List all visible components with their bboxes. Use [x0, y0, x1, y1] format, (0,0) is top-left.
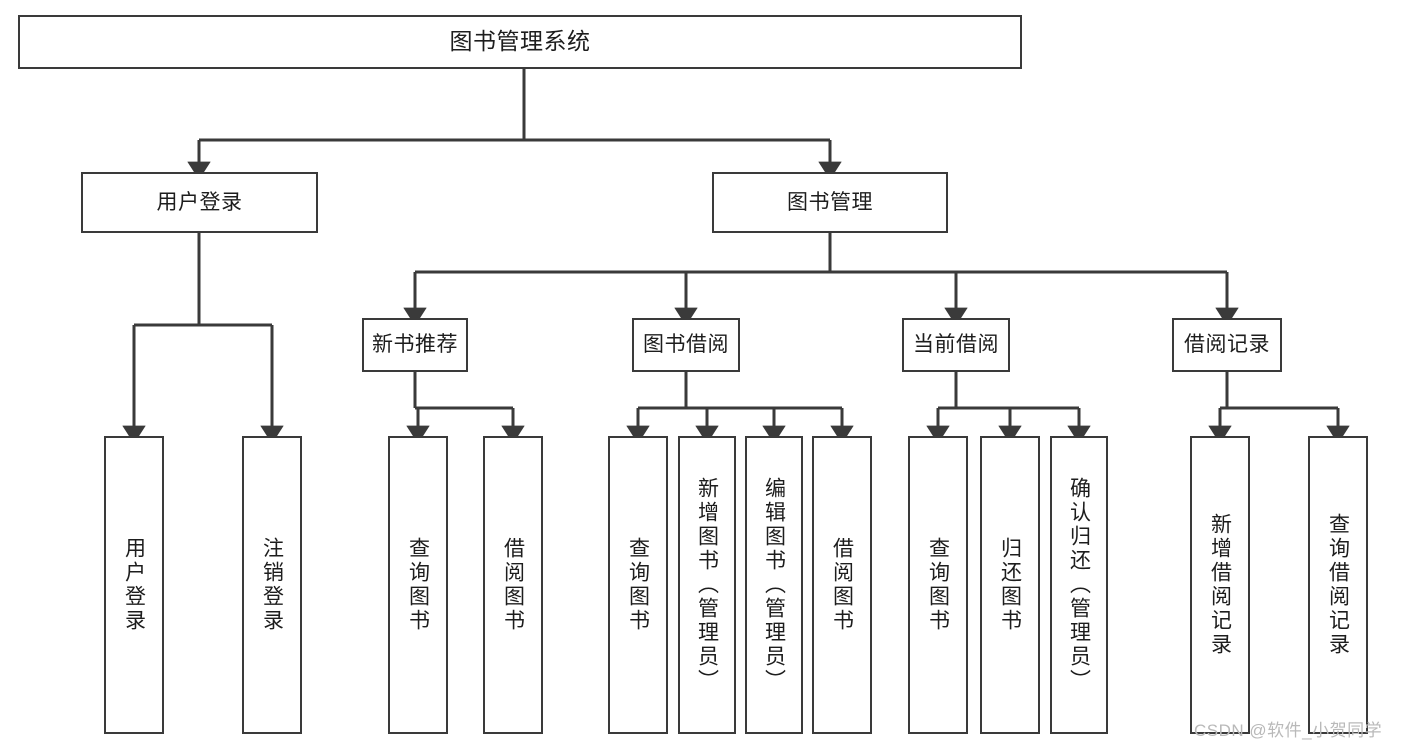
- level3-node-label: 归还图书: [998, 537, 1022, 633]
- level3-node-box[interactable]: 查询图书: [908, 436, 968, 734]
- level3-node-label: 借阅图书: [830, 537, 854, 633]
- level3-node-label: 确认归还（管理员）: [1067, 477, 1091, 693]
- connector-group: [122, 69, 1350, 444]
- level3-node-label: 查询图书: [406, 537, 430, 633]
- level1-node-label: 图书管理: [787, 190, 873, 214]
- root-box[interactable]: 图书管理系统: [18, 15, 1022, 69]
- root-label: 图书管理系统: [449, 28, 591, 55]
- level1-node-box[interactable]: 图书管理: [712, 172, 948, 233]
- level2-node-box[interactable]: 当前借阅: [902, 318, 1010, 372]
- level3-node-label: 查询借阅记录: [1326, 513, 1350, 657]
- level3-node-box[interactable]: 借阅图书: [812, 436, 872, 734]
- level2-node-box[interactable]: 借阅记录: [1172, 318, 1282, 372]
- level3-node-box[interactable]: 确认归还（管理员）: [1050, 436, 1108, 734]
- level3-node-box[interactable]: 注销登录: [242, 436, 302, 734]
- level2-node-label: 图书借阅: [643, 333, 729, 357]
- level3-node-box[interactable]: 查询借阅记录: [1308, 436, 1368, 734]
- level2-node-box[interactable]: 新书推荐: [362, 318, 468, 372]
- level3-node-label: 新增借阅记录: [1208, 513, 1232, 657]
- level2-node-box[interactable]: 图书借阅: [632, 318, 740, 372]
- level3-node-label: 用户登录: [122, 537, 146, 633]
- level3-node-box[interactable]: 用户登录: [104, 436, 164, 734]
- level3-node-label: 新增图书（管理员）: [695, 477, 719, 693]
- level3-node-label: 借阅图书: [501, 537, 525, 633]
- level3-node-box[interactable]: 归还图书: [980, 436, 1040, 734]
- level3-node-label: 编辑图书（管理员）: [762, 477, 786, 693]
- level3-node-box[interactable]: 借阅图书: [483, 436, 543, 734]
- level1-node-label: 用户登录: [156, 190, 243, 214]
- level3-node-label: 查询图书: [626, 537, 650, 633]
- level2-node-label: 新书推荐: [372, 333, 458, 357]
- level2-node-label: 当前借阅: [913, 333, 999, 357]
- level3-node-box[interactable]: 编辑图书（管理员）: [745, 436, 803, 734]
- level3-node-label: 查询图书: [926, 537, 950, 633]
- level3-node-box[interactable]: 新增借阅记录: [1190, 436, 1250, 734]
- level3-node-box[interactable]: 新增图书（管理员）: [678, 436, 736, 734]
- level2-node-label: 借阅记录: [1184, 333, 1270, 357]
- level3-node-box[interactable]: 查询图书: [608, 436, 668, 734]
- level1-node-box[interactable]: 用户登录: [81, 172, 318, 233]
- level3-node-box[interactable]: 查询图书: [388, 436, 448, 734]
- level3-node-label: 注销登录: [260, 537, 284, 633]
